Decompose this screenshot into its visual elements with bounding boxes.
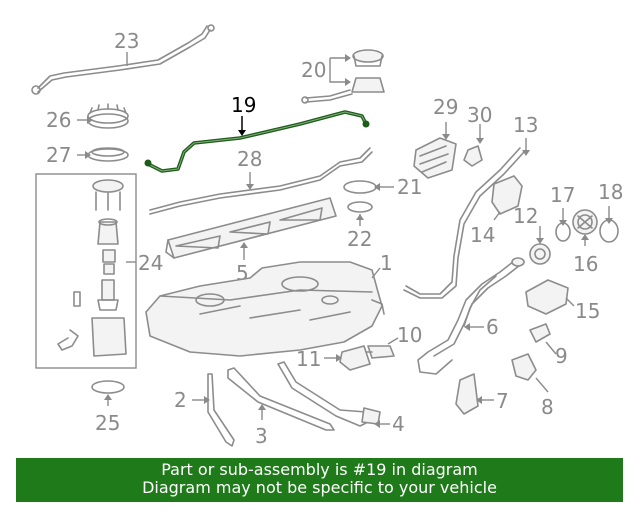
leader-20	[329, 57, 345, 83]
leader-14	[493, 211, 501, 221]
part-28-fuel-line	[149, 147, 373, 215]
callout-29: 29	[433, 95, 458, 119]
callout-8: 8	[541, 395, 554, 419]
part-16-filler-cap	[572, 209, 598, 235]
leader-9	[545, 341, 557, 355]
callout-12: 12	[513, 204, 538, 228]
banner-line-1: Part or sub-assembly is #19 in diagram	[161, 460, 478, 479]
part-15-filler-housing	[525, 279, 569, 315]
callout-18: 18	[598, 180, 623, 204]
info-banner: Part or sub-assembly is #19 in diagram D…	[16, 458, 623, 502]
part-4-tank-strap	[277, 361, 381, 427]
callout-21: 21	[397, 175, 422, 199]
part-8-bracket	[511, 353, 537, 381]
part-1-fuel-tank	[145, 261, 385, 357]
callout-15: 15	[575, 299, 600, 323]
part-27-gasket	[87, 147, 129, 162]
banner-line-2: Diagram may not be specific to your vehi…	[142, 478, 497, 497]
part-24-fuel-pump-components	[57, 179, 127, 357]
callout-7: 7	[496, 389, 509, 413]
callout-28: 28	[237, 147, 262, 171]
leader-1	[371, 267, 381, 279]
callout-16: 16	[573, 252, 598, 276]
part-5-tank-protector	[165, 197, 337, 259]
part-9-clip	[529, 323, 551, 343]
callout-6: 6	[486, 315, 499, 339]
part-21-gasket	[343, 180, 377, 194]
part-3-tank-strap	[227, 367, 335, 431]
part-10-hose	[361, 345, 395, 359]
part-13-vent-tube	[403, 147, 525, 299]
callout-22: 22	[347, 227, 372, 251]
callout-26: 26	[46, 108, 71, 132]
callout-1: 1	[380, 251, 393, 275]
callout-9: 9	[555, 344, 568, 368]
part-12-fuel-cap	[529, 243, 551, 265]
part-11-bracket	[339, 345, 371, 371]
callout-25: 25	[95, 411, 120, 435]
callout-11: 11	[296, 347, 321, 371]
callout-27: 27	[46, 143, 71, 167]
part-26-lock-ring	[87, 103, 129, 129]
part-23-fuel-line	[31, 24, 215, 95]
callout-30: 30	[467, 103, 492, 127]
callout-19: 19	[231, 93, 256, 117]
part-2-tank-strap	[207, 373, 235, 447]
part-22-o-ring	[347, 201, 373, 213]
callout-20: 20	[301, 58, 326, 82]
callout-3: 3	[255, 424, 268, 448]
callout-24: 24	[138, 251, 163, 275]
part-7-bracket	[455, 373, 479, 415]
callout-17: 17	[550, 183, 575, 207]
callout-13: 13	[513, 113, 538, 137]
leader-8	[535, 377, 549, 393]
part-30-clip	[463, 145, 483, 167]
part-19-fuel-tube-highlighted	[144, 110, 370, 173]
callout-23: 23	[114, 29, 139, 53]
callout-2: 2	[174, 388, 187, 412]
callout-14: 14	[470, 223, 495, 247]
leader-15	[565, 297, 575, 307]
leader-10	[387, 337, 399, 345]
part-6-filler-pipe	[417, 257, 525, 375]
part-29-heat-insulator	[413, 137, 457, 179]
part-14-bracket	[491, 175, 523, 215]
part-20-sender-gauge	[301, 49, 385, 104]
part-24-assembly-box	[35, 173, 137, 369]
part-25-o-ring	[91, 380, 125, 394]
callout-4: 4	[392, 412, 405, 436]
callout-10: 10	[397, 323, 422, 347]
